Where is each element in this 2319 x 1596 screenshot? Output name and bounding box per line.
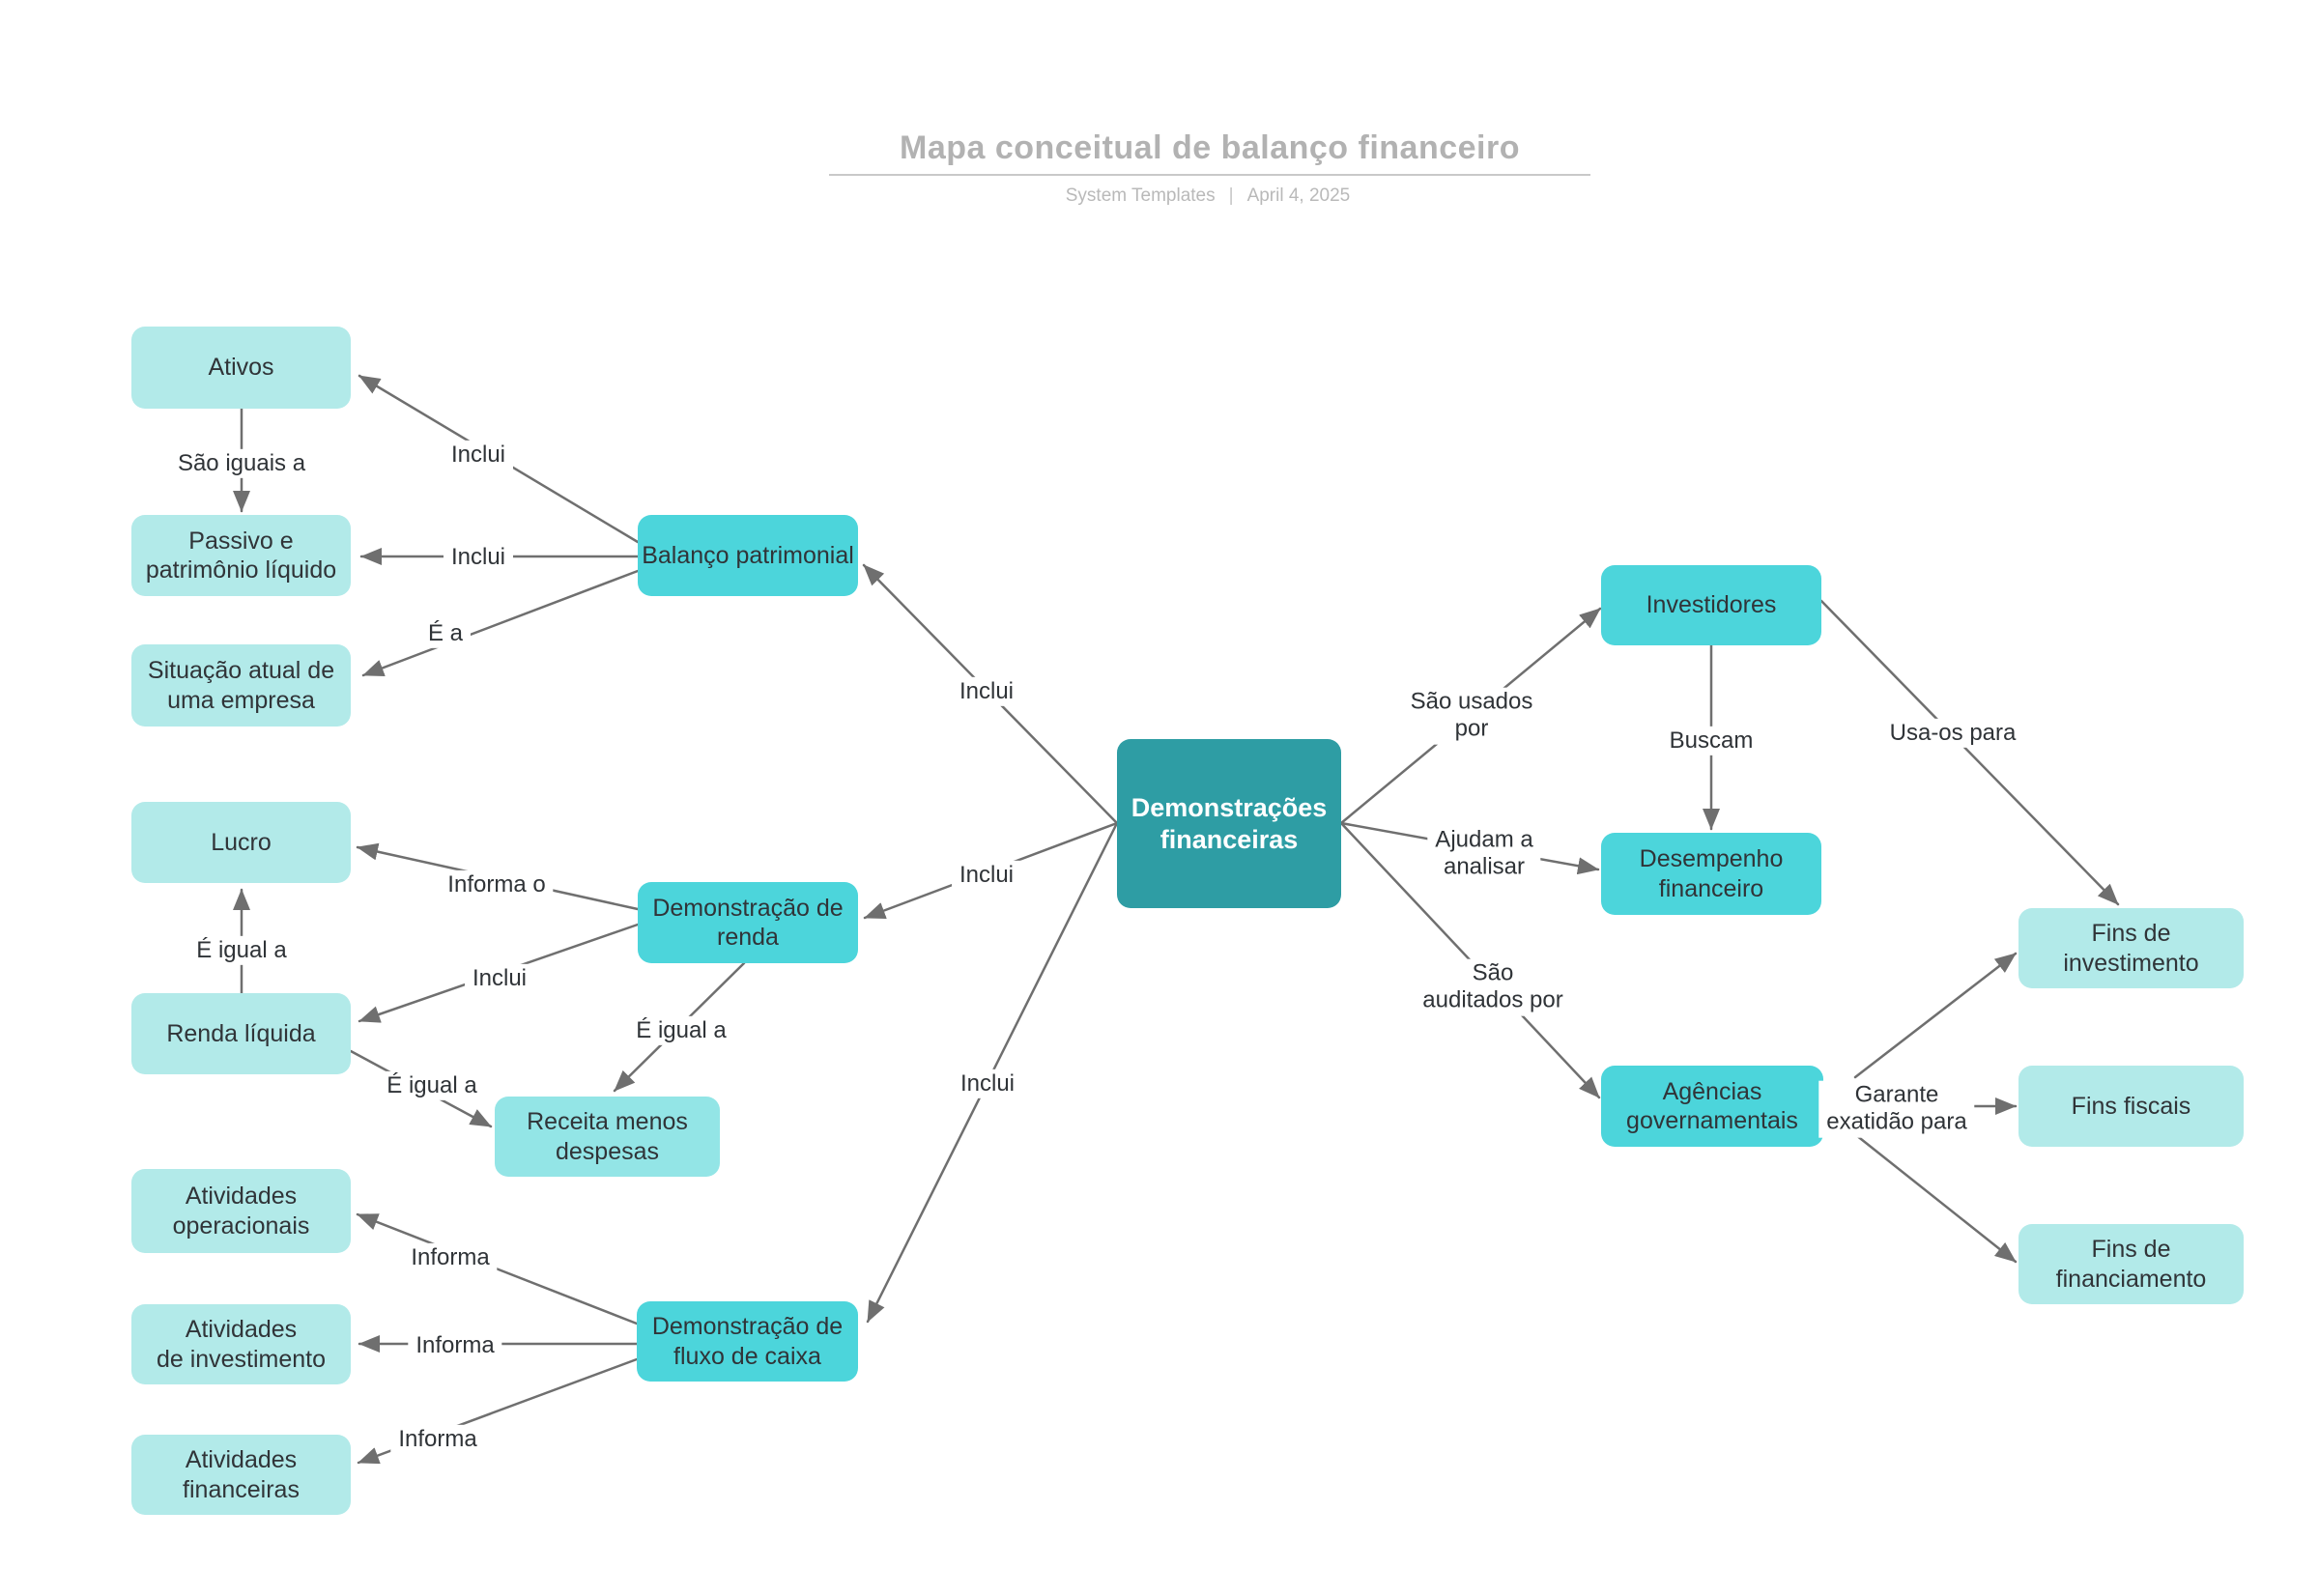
edge-label: Garante exatidão para [1818,1080,1975,1138]
edge-label: São usados por [1402,687,1541,745]
node-desempenho-financeiro[interactable]: Desempenho financeiro [1601,833,1821,915]
node-demonstracoes-financeiras[interactable]: Demonstrações financeiras [1117,739,1341,908]
edge-label: É a [419,618,472,649]
edge-label: Informa [403,1242,498,1273]
edge-label: É igual a [188,935,295,966]
edge-label: Ajudam a analisar [1427,825,1541,883]
edge-line [361,569,640,677]
edge-label: Inclui [443,440,514,470]
subtitle: System Templates | April 4, 2025 [1066,185,1351,207]
edge-label: Buscam [1661,726,1761,756]
node-atividades-investimento[interactable]: Atividades de investimento [131,1304,351,1384]
node-ativos[interactable]: Ativos [131,327,351,409]
edge-label: Inclui [443,542,514,573]
node-receita-menos-despesas[interactable]: Receita menos despesas [495,1097,720,1177]
node-demonstracao-renda[interactable]: Demonstração de renda [638,882,858,963]
node-lucro[interactable]: Lucro [131,802,351,883]
edge-label: Inclui [951,676,1022,707]
node-renda-liquida[interactable]: Renda líquida [131,993,351,1074]
node-balanco-patrimonial[interactable]: Balanço patrimonial [638,515,858,596]
edge-label: Usa-os para [1881,718,2024,749]
edge-label: É igual a [628,1015,734,1046]
edge-label: É igual a [379,1070,485,1101]
edge-label: Informa [408,1330,502,1361]
node-agencias-governamentais[interactable]: Agências governamentais [1601,1066,1823,1147]
node-atividades-operacionais[interactable]: Atividades operacionais [131,1169,351,1253]
byline: System Templates [1065,185,1216,206]
node-fins-investimento[interactable]: Fins de investimento [2018,908,2244,988]
edge-label: Inclui [951,860,1022,891]
page-title: Mapa conceitual de balanço financeiro [900,129,1520,166]
date: April 4, 2025 [1246,185,1351,206]
node-atividades-financeiras[interactable]: Atividades financeiras [131,1435,351,1515]
edge-label: Inclui [464,963,535,994]
title-underline [829,174,1590,176]
edge-label: Informa o [440,869,554,900]
edge-line [1819,599,2120,906]
edge-line [1853,952,2018,1079]
node-situacao[interactable]: Situação atual de uma empresa [131,644,351,727]
edge-line [1854,1133,2018,1264]
edge-label: Inclui [952,1069,1023,1099]
edge-label: Informa [390,1424,485,1455]
node-fins-fiscais[interactable]: Fins fiscais [2018,1066,2244,1147]
node-demonstracao-fluxo-caixa[interactable]: Demonstração de fluxo de caixa [637,1301,858,1382]
node-passivo[interactable]: Passivo e patrimônio líquido [131,515,351,596]
edge-label: São auditados por [1415,958,1571,1016]
node-investidores[interactable]: Investidores [1601,565,1821,645]
node-fins-financiamento[interactable]: Fins de financiamento [2018,1224,2244,1304]
edge-label: São iguais a [169,448,314,479]
subtitle-divider: | [1228,185,1234,206]
